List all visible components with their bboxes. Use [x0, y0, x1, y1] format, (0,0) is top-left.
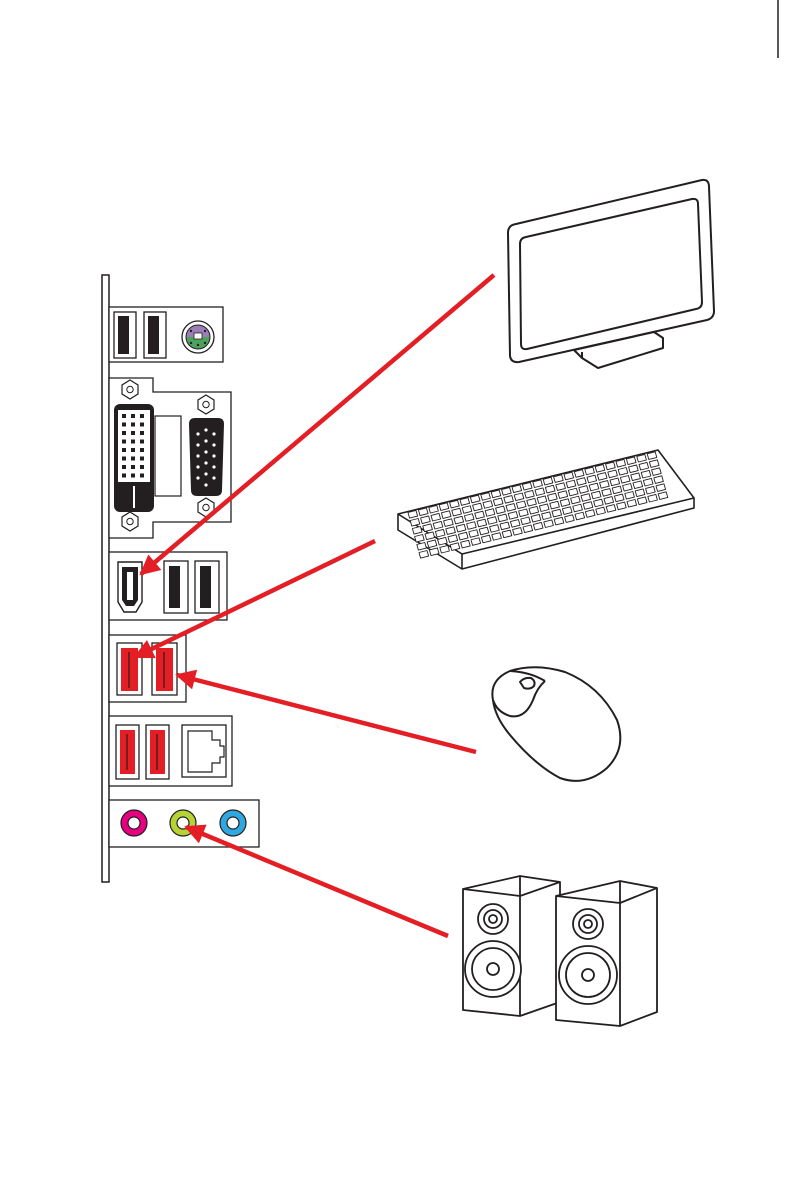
hex-screw-2 [122, 512, 138, 531]
usb3-top-block [109, 635, 186, 702]
keyboard-icon [398, 450, 694, 569]
line-in-jack [121, 810, 147, 836]
lan-port [182, 725, 226, 777]
usb2-port-2 [144, 312, 166, 358]
usb3-port-4 [146, 725, 169, 779]
speakers-icon [463, 876, 657, 1026]
usb2-port-3 [164, 561, 188, 613]
ps2-combo-port [182, 321, 214, 353]
hex-screw-3 [198, 395, 214, 414]
mouse-icon [492, 667, 620, 781]
dvi-d-port [114, 404, 154, 512]
mic-in-jack [220, 810, 246, 836]
monitor-icon [508, 180, 714, 368]
hdmi-port [118, 562, 142, 612]
arrow-speakers-to-line-out [186, 827, 448, 936]
io-shield-bar [102, 275, 109, 882]
usb2-port-4 [195, 561, 219, 613]
usb2-ps2-block [109, 307, 223, 362]
vga-port [189, 418, 224, 496]
usb3-port-3 [116, 725, 139, 779]
speaker-left [463, 876, 560, 1016]
hex-screw-1 [122, 380, 138, 399]
line-out-jack [170, 810, 196, 836]
usb3-port-2 [152, 643, 177, 695]
usb3-lan-block [109, 716, 232, 786]
usb2-port-1 [114, 312, 136, 358]
usb3-port-1 [117, 643, 142, 695]
speaker-right [556, 881, 657, 1026]
blank-plate [155, 416, 181, 496]
hdmi-usb2-block [109, 552, 227, 620]
audio-block [109, 800, 259, 847]
